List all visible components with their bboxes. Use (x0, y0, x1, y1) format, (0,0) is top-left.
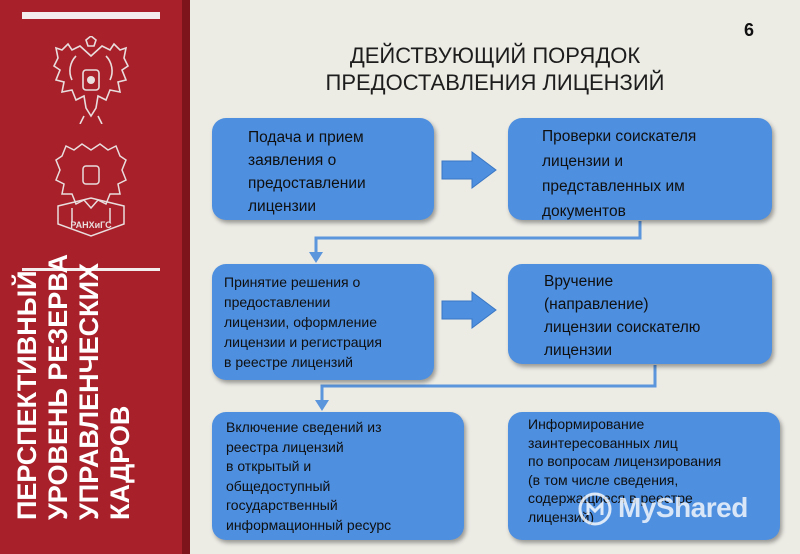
step-delivery-box: Вручение (направление) лицензии соискате… (508, 264, 772, 364)
step-decision-box: Принятие решения о предоставлении лиценз… (212, 264, 434, 380)
step-informing-box: Информирование заинтересованных лиц по в… (508, 412, 780, 540)
watermark-logo-icon (578, 492, 612, 526)
ranhigs-emblem-icon: РАНХиГС (55, 143, 127, 237)
step-publication-box: Включение сведений из реестра лицензий в… (212, 412, 464, 540)
step-text: Вручение (направление) лицензии соискате… (544, 273, 701, 359)
connector-arrowhead (309, 252, 323, 263)
connector-2-to-3 (314, 221, 642, 256)
arrow-right-icon (441, 151, 497, 189)
arrow-right-icon (441, 291, 497, 329)
title-line: ДЕЙСТВУЮЩИЙ ПОРЯДОК (349, 43, 641, 68)
sidebar-edge (182, 0, 190, 554)
step-text: Проверки соискателя лицензии и представл… (542, 128, 697, 220)
title-line: ПРЕДОСТАВЛЕНИЯ ЛИЦЕНЗИЙ (325, 70, 665, 95)
step-application-box: Подача и прием заявления о предоставлени… (212, 118, 434, 220)
step-verification-box: Проверки соискателя лицензии и представл… (508, 118, 772, 220)
double-headed-eagle-icon (52, 36, 130, 124)
page-title: ДЕЙСТВУЮЩИЙ ПОРЯДОК ПРЕДОСТАВЛЕНИЯ ЛИЦЕН… (280, 42, 710, 96)
step-text: Подача и прием заявления о предоставлени… (248, 129, 366, 215)
watermark-text: MyShared (618, 492, 748, 523)
sidebar-divider (22, 268, 160, 271)
sidebar: РАНХиГС ПЕРСПЕКТИВНЫЙ УРОВЕНЬ РЕЗЕРВА УП… (0, 0, 182, 554)
svg-text:РАНХиГС: РАНХиГС (70, 220, 112, 230)
connector-arrowhead (315, 400, 329, 411)
connector-4-to-5 (320, 365, 657, 404)
page-number: 6 (743, 20, 754, 40)
step-text: Включение сведений из реестра лицензий в… (226, 419, 392, 533)
step-text: Принятие решения о предоставлении лиценз… (224, 274, 382, 370)
sidebar-top-bar (22, 12, 160, 19)
